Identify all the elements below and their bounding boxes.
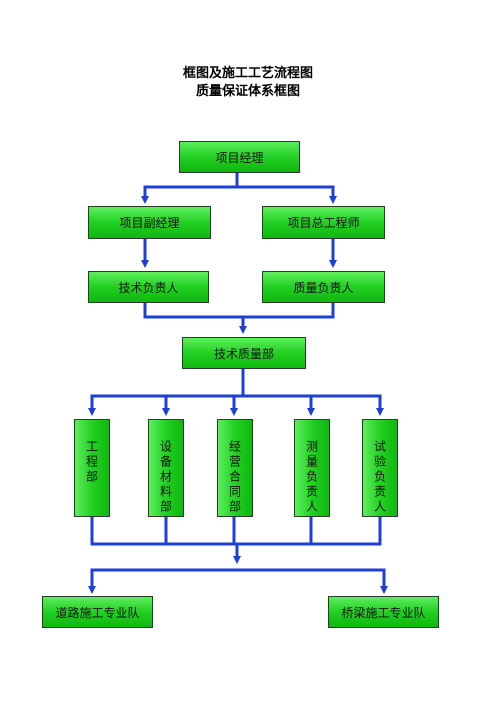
node-test-lead-label: 试验负责人 bbox=[372, 440, 387, 515]
node-equipment-dept: 设备材料部 bbox=[148, 419, 184, 517]
node-equipment-dept-label: 设备材料部 bbox=[158, 440, 173, 515]
node-contract-dept: 经营合同部 bbox=[217, 419, 253, 517]
node-deputy-manager: 项目副经理 bbox=[88, 206, 211, 239]
node-tech-quality-dept: 技术质量部 bbox=[182, 337, 306, 369]
node-road-team: 道路施工专业队 bbox=[42, 596, 153, 628]
node-tech-lead: 技术负责人 bbox=[88, 271, 209, 303]
diagram-subtitle: 质量保证体系框图 bbox=[195, 84, 300, 99]
node-test-lead: 试验负责人 bbox=[362, 419, 398, 517]
node-quality-lead: 质量负责人 bbox=[262, 271, 385, 303]
node-contract-dept-label: 经营合同部 bbox=[227, 440, 242, 515]
node-survey-lead: 测量负责人 bbox=[294, 419, 330, 517]
diagram-title: 框图及施工工艺流程图 bbox=[182, 66, 313, 81]
node-project-manager: 项目经理 bbox=[179, 141, 300, 173]
node-engineering-dept-label: 工程部 bbox=[84, 440, 99, 485]
node-engineering-dept: 工程部 bbox=[74, 419, 110, 517]
node-bridge-team: 桥梁施工专业队 bbox=[328, 596, 439, 628]
node-chief-engineer: 项目总工程师 bbox=[262, 206, 385, 239]
node-survey-lead-label: 测量负责人 bbox=[304, 440, 319, 515]
